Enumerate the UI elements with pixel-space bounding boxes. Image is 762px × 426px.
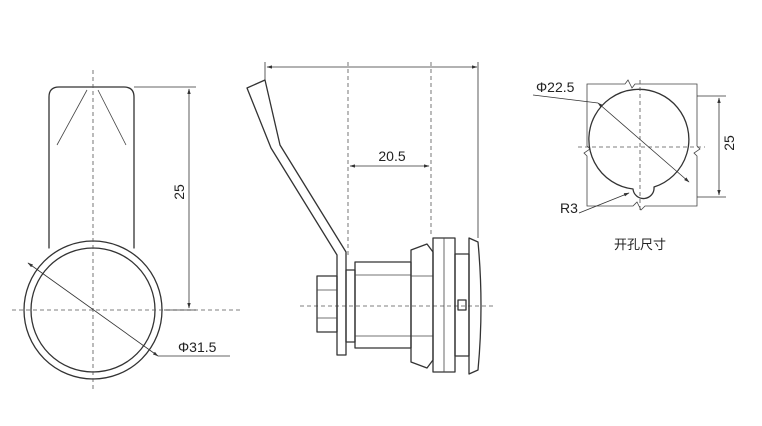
bent-handle bbox=[246, 79, 347, 356]
face-flange bbox=[468, 237, 482, 375]
cutout-diameter-leader bbox=[532, 94, 599, 104]
cutout-height-label: 25 bbox=[721, 135, 737, 151]
end-nut bbox=[316, 275, 338, 333]
key-pin bbox=[457, 299, 467, 311]
front-view: 25 Φ31.5 bbox=[12, 70, 240, 392]
cutout-view: Φ22.5 25 R3 开孔尺寸 bbox=[532, 79, 737, 253]
collar-ring bbox=[454, 253, 470, 357]
offset-dimension-label: 20.5 bbox=[378, 148, 405, 164]
handle-bevel-line bbox=[56, 89, 88, 146]
diameter-dimension-label: Φ31.5 bbox=[178, 339, 217, 355]
height-dimension-label: 25 bbox=[171, 184, 187, 200]
handle-bevel-line bbox=[97, 89, 127, 146]
handle-outline bbox=[48, 86, 135, 249]
radius-leader-line bbox=[578, 192, 630, 214]
cutout-caption: 开孔尺寸 bbox=[614, 238, 666, 253]
diameter-dimension-line bbox=[27, 262, 159, 357]
cutout-diameter-dimension-line bbox=[597, 102, 690, 183]
cutout-diameter-label: Φ22.5 bbox=[536, 79, 575, 95]
cutout-breakline-box bbox=[583, 79, 701, 211]
radius-label: R3 bbox=[560, 200, 578, 216]
cutout-hole-outline bbox=[588, 88, 690, 200]
side-view: 20.5 bbox=[246, 62, 495, 375]
